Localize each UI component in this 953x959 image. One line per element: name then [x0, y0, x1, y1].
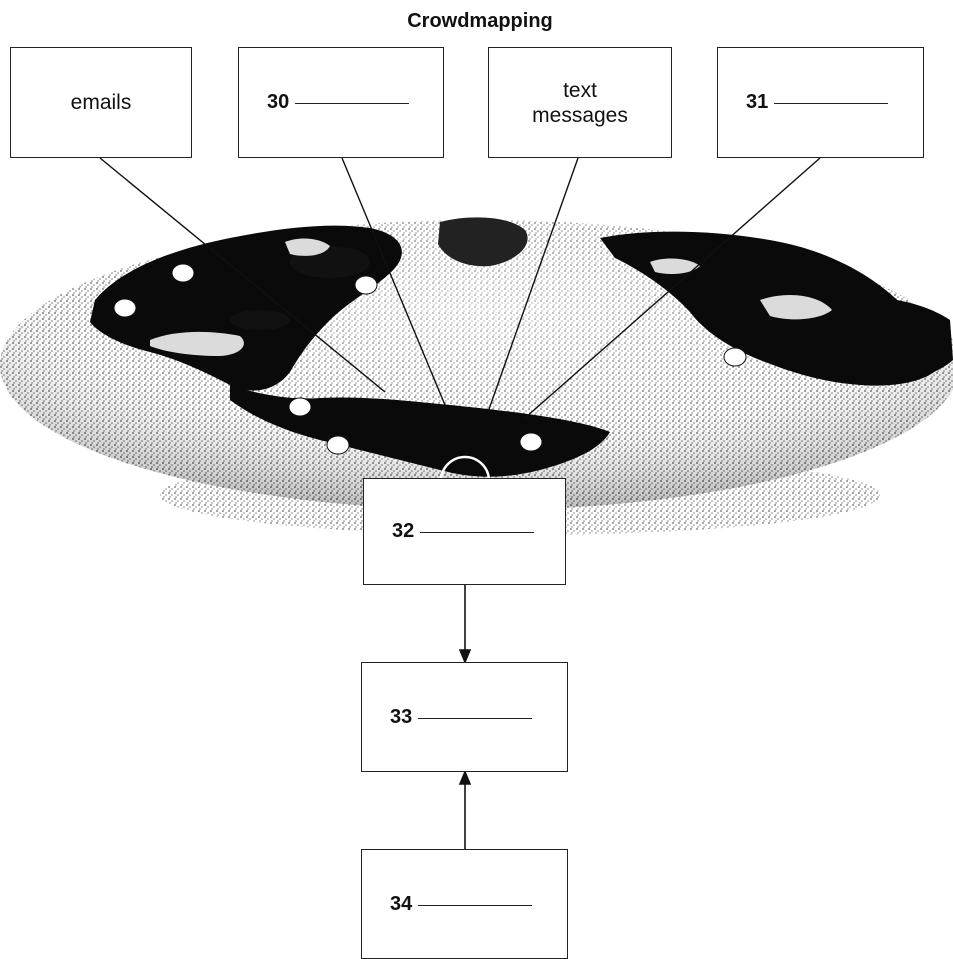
text-messages-label: text messages — [532, 78, 628, 127]
question-32-box: 32 — [363, 478, 566, 585]
question-number-32: 32 — [392, 520, 415, 542]
question-number-33: 33 — [390, 705, 413, 728]
marker-dot — [171, 263, 195, 283]
answer-blank-34[interactable] — [418, 904, 533, 906]
marker-dot — [519, 432, 543, 452]
question-number-30: 30 — [267, 91, 290, 113]
location-markers — [113, 263, 747, 455]
connector-lines — [99, 157, 821, 419]
question-30-box: 30 — [238, 47, 444, 158]
answer-blank-33[interactable] — [418, 717, 533, 719]
question-number-31: 31 — [746, 91, 769, 113]
answer-blank-31[interactable] — [774, 103, 889, 104]
diagram-title: Crowdmapping — [407, 10, 553, 32]
arc-connector — [439, 455, 491, 482]
emails-box: emails — [10, 47, 192, 158]
question-33-box: 33 — [361, 662, 568, 772]
answer-blank-30[interactable] — [295, 103, 410, 104]
text-messages-box: text messages — [488, 47, 672, 158]
marker-dot — [326, 435, 350, 455]
marker-dot — [113, 298, 137, 318]
marker-dot — [288, 397, 312, 417]
flow-arrows — [458, 585, 472, 849]
marker-dot — [354, 275, 378, 295]
marker-dot — [723, 347, 747, 367]
emails-label: emails — [70, 91, 132, 114]
question-31-box: 31 — [717, 47, 924, 158]
question-number-34: 34 — [390, 892, 413, 915]
question-34-box: 34 — [361, 849, 568, 959]
answer-blank-32[interactable] — [420, 532, 535, 533]
